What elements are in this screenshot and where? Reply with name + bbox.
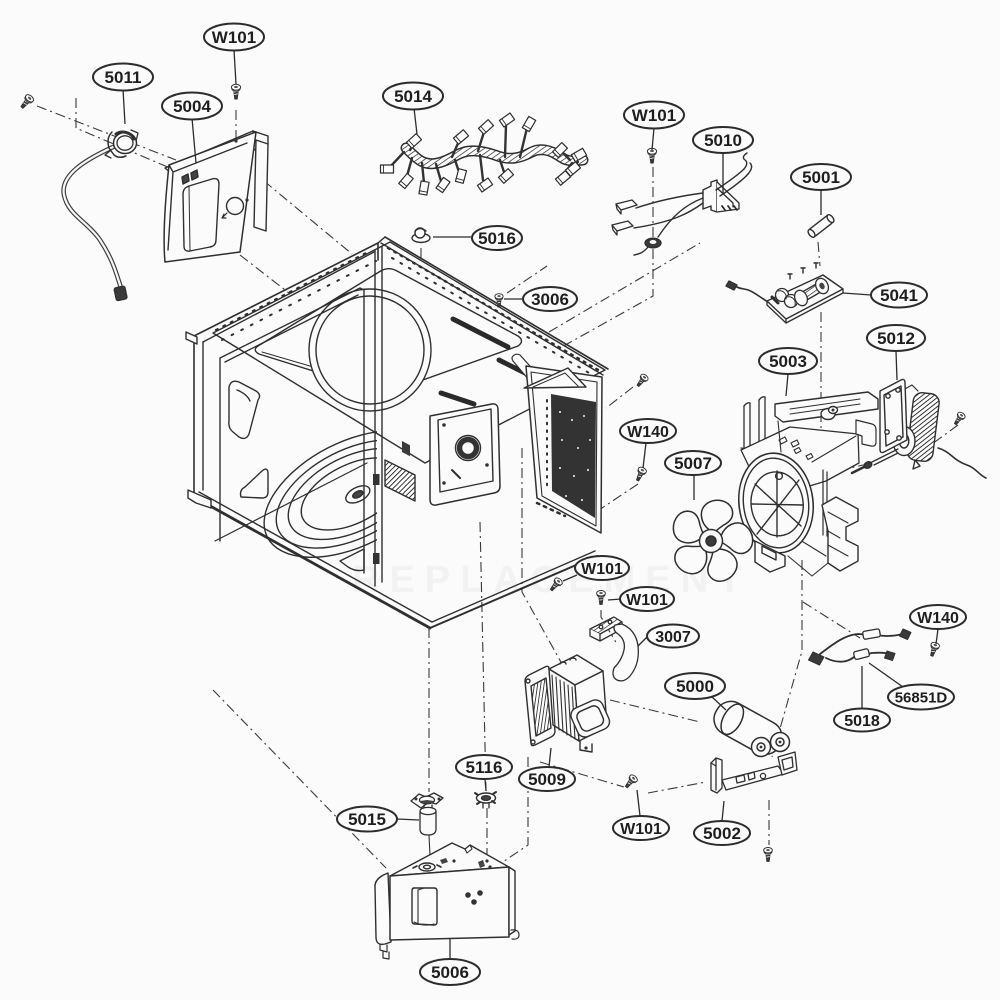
svg-text:5041: 5041 <box>880 286 918 305</box>
svg-text:W101: W101 <box>626 592 668 609</box>
svg-text:5001: 5001 <box>802 168 840 187</box>
svg-text:5015: 5015 <box>348 810 386 829</box>
svg-text:W101: W101 <box>581 561 623 578</box>
svg-text:3006: 3006 <box>531 290 569 309</box>
svg-text:5007: 5007 <box>674 454 712 473</box>
svg-text:3007: 3007 <box>655 629 691 646</box>
svg-text:5002: 5002 <box>703 824 741 843</box>
svg-text:5006: 5006 <box>431 963 469 982</box>
svg-text:56851D: 56851D <box>895 689 948 706</box>
svg-text:5003: 5003 <box>769 352 807 371</box>
svg-text:5011: 5011 <box>105 68 142 87</box>
svg-text:5009: 5009 <box>528 770 566 789</box>
svg-text:W140: W140 <box>627 424 669 441</box>
svg-text:W101: W101 <box>212 28 256 47</box>
svg-text:5000: 5000 <box>676 677 714 696</box>
svg-text:5018: 5018 <box>844 713 880 730</box>
svg-text:5012: 5012 <box>877 329 915 348</box>
svg-text:W140: W140 <box>917 610 959 627</box>
svg-text:5010: 5010 <box>704 131 742 150</box>
svg-text:W101: W101 <box>632 106 676 125</box>
svg-text:REPLACEMENT: REPLACEMENT <box>352 559 751 601</box>
svg-text:W101: W101 <box>620 821 662 838</box>
svg-text:5014: 5014 <box>394 87 432 106</box>
svg-text:5016: 5016 <box>478 229 516 248</box>
svg-text:5004: 5004 <box>173 97 211 116</box>
svg-text:5116: 5116 <box>466 758 503 777</box>
